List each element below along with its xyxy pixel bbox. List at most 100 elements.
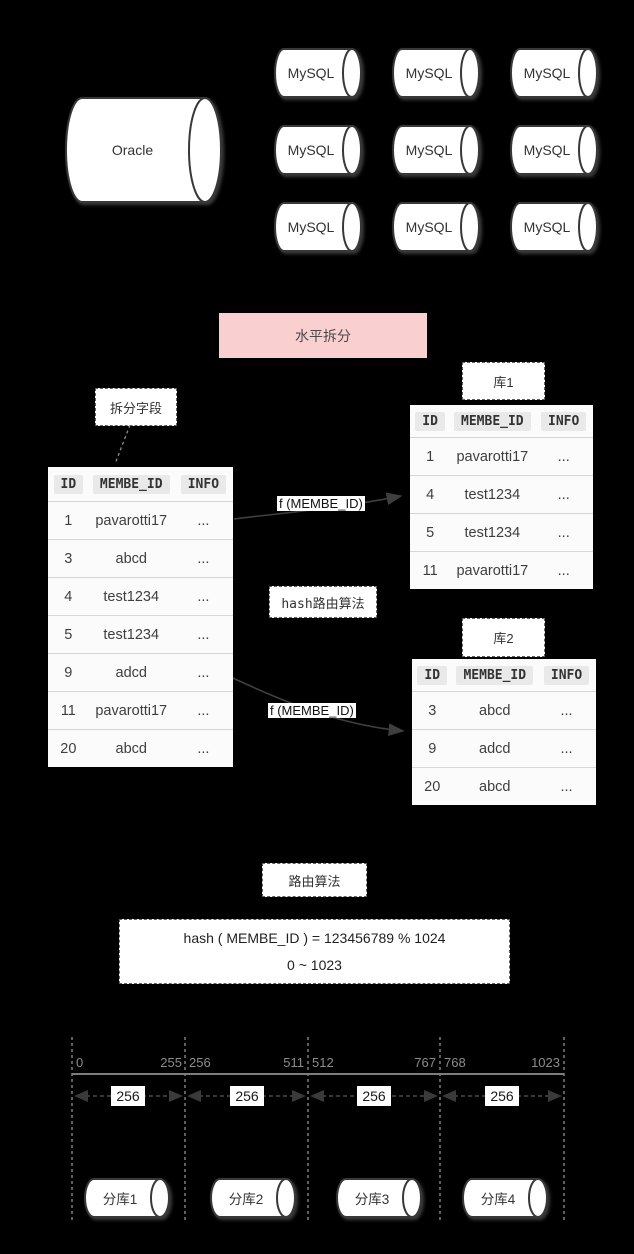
horizontal-split-banner: 水平拆分 [219,313,427,358]
tick-768: 768 [444,1055,466,1070]
cell-id: 1 [64,512,73,529]
mysql-label: MySQL [405,142,453,158]
cell-info: ... [197,512,210,529]
shard-cylinder: 分库4 [462,1178,548,1218]
tick-0: 0 [76,1055,84,1070]
shard-cylinder: 分库3 [336,1178,422,1218]
table-row: 11 pavarotti17 ... [410,551,593,589]
cell-id: 5 [426,524,435,541]
segment-size-chip: 256 [230,1086,264,1106]
column-header: MEMBE_ID [450,411,534,431]
column-header: INFO [174,474,233,494]
mysql-cylinder: MySQL [274,48,362,98]
fn-membe-id-label-bottom: f (MEMBE_ID) [268,703,356,718]
table-row: 1 pavarotti17 ... [48,501,233,539]
table-row: 5 test1234 ... [48,615,233,653]
cell-id: 3 [428,702,437,719]
fn-membe-id-label-top: f (MEMBE_ID) [277,496,365,511]
cylinder-shape-icon [274,48,362,98]
column-header: MEMBE_ID [452,665,537,685]
cell-info: ... [197,626,210,643]
tick-512: 512 [312,1055,334,1070]
shard-row: 分库1 分库2 分库3 [84,1178,548,1218]
mysql-label: MySQL [405,65,453,81]
db1-table-body: 1 pavarotti17 ... 4 test1234 ... 5 test1… [410,437,593,589]
shard-label: 分库3 [354,1192,390,1207]
cylinder-shape-icon [510,48,598,98]
segment-size-chip: 256 [485,1086,519,1106]
route-algorithm-box: 路由算法 [262,863,367,897]
table-row: 4 test1234 ... [48,577,233,615]
hash-formula-line1: hash ( MEMBE_ID ) = 123456789 % 1024 [183,930,446,947]
cell-id: 9 [428,740,437,757]
mysql-cylinder: MySQL [392,125,480,175]
cell-info: ... [557,562,570,579]
cell-info: ... [560,740,573,757]
shard-label: 分库1 [102,1192,138,1207]
shard-label: 分库4 [480,1192,516,1207]
table-row: 20 abcd ... [48,729,233,767]
tick-256: 256 [189,1055,211,1070]
cell-membe-id: test1234 [103,626,160,643]
split-field-callout: 拆分字段 [95,388,177,426]
cell-info: ... [560,702,573,719]
oracle-label: Oracle [111,142,154,158]
tick-767: 767 [414,1055,436,1070]
table-row: 3 abcd ... [412,691,596,729]
table-row: 11 pavarotti17 ... [48,691,233,729]
cell-membe-id: test1234 [464,524,521,541]
cell-membe-id: adcd [479,740,511,757]
cylinder-shape-icon [336,1178,422,1218]
cell-info: ... [557,486,570,503]
cell-membe-id: pavarotti17 [95,512,168,529]
cell-id: 3 [64,550,73,567]
db1-label-text: 库1 [493,374,514,390]
split-field-text: 拆分字段 [109,400,162,416]
cell-id: 4 [426,486,435,503]
table-row: 5 test1234 ... [410,513,593,551]
table-row: 9 adcd ... [412,729,596,767]
cylinder-shape-icon [210,1178,296,1218]
cell-membe-id: test1234 [464,486,521,503]
shard-label: 分库2 [228,1192,264,1207]
cell-membe-id: abcd [115,740,147,757]
cell-membe-id: abcd [479,702,511,719]
cell-info: ... [197,664,210,681]
cell-id: 1 [426,448,435,465]
column-header: ID [48,474,89,494]
cell-membe-id: pavarotti17 [95,702,168,719]
table-row: 4 test1234 ... [410,475,593,513]
cell-info: ... [197,550,210,567]
cell-id: 4 [64,588,73,605]
segment-size-chip: 256 [357,1086,391,1106]
tick-255: 255 [160,1055,182,1070]
cell-id: 5 [64,626,73,643]
hash-route-text: hash路由算法 [281,596,365,612]
cylinder-shape-icon [392,202,480,252]
cell-membe-id: pavarotti17 [456,448,529,465]
source-table-body: 1 pavarotti17 ... 3 abcd ... 4 test1234 … [48,501,233,767]
cylinder-shape-icon [510,202,598,252]
mysql-cylinder: MySQL [392,48,480,98]
cylinder-shape-icon [462,1178,548,1218]
shard-cylinder: 分库2 [210,1178,296,1218]
cylinder-shape-icon [510,125,598,175]
db1-label-box: 库1 [462,362,545,400]
mysql-label: MySQL [287,219,335,235]
cell-id: 9 [64,664,73,681]
mysql-grid: MySQL MySQL MySQL [274,48,598,252]
cylinder-shape-icon [274,202,362,252]
cylinder-shape-icon [84,1178,170,1218]
hash-route-box: hash路由算法 [269,586,377,618]
cylinder-shape-icon [65,97,222,203]
mysql-label: MySQL [523,65,571,81]
split-field-connector [114,424,131,465]
column-header: MEMBE_ID [89,474,174,494]
mysql-cylinder: MySQL [392,202,480,252]
cell-info: ... [197,740,210,757]
